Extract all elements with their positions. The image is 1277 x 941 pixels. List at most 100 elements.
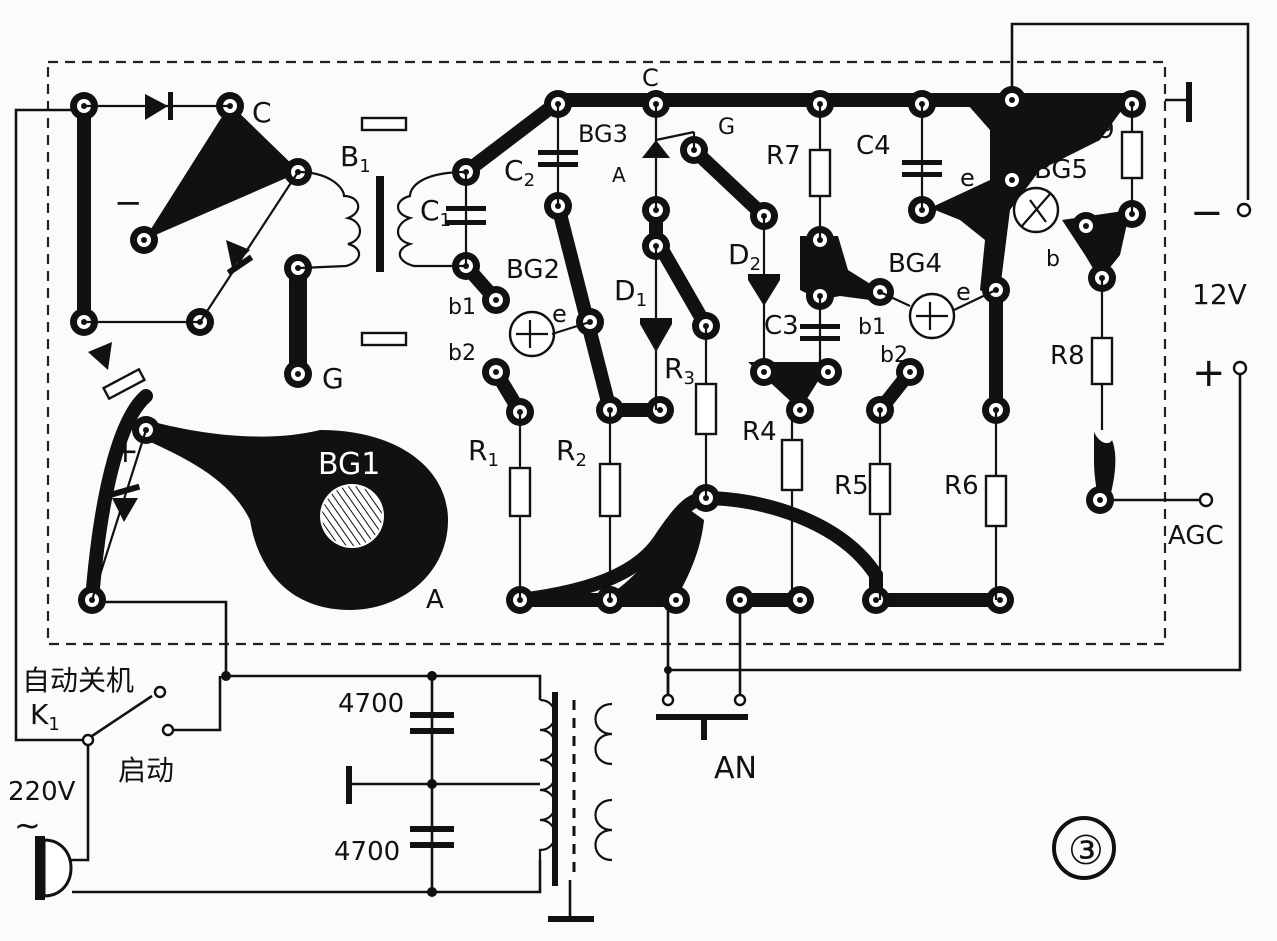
label-bg4-b1: b1 — [858, 315, 886, 340]
label-d2: D2 — [728, 238, 761, 275]
capacitor-c1 — [446, 172, 486, 266]
capacitor-c2 — [538, 104, 578, 206]
solder-pad-hole — [493, 369, 499, 375]
label-mains: 220V — [8, 777, 76, 807]
outer-wiring — [14, 22, 1250, 894]
ground-symbol-top — [1186, 82, 1192, 122]
resistor-r7 — [808, 104, 832, 240]
resistor-r6 — [984, 410, 1008, 600]
diode-right — [199, 171, 299, 323]
solder-pad-hole — [907, 369, 913, 375]
label-bg2-e: e — [552, 300, 567, 328]
label-bg2-b2: b2 — [448, 341, 476, 366]
transformer-b1 — [297, 116, 467, 347]
solder-pad-hole — [657, 407, 663, 413]
diode-bottom — [90, 429, 148, 601]
label-rect-c: C — [252, 96, 272, 129]
label-r4: R4 — [742, 417, 777, 447]
label-button-an: AN — [714, 751, 757, 786]
label-b1: B1 — [340, 140, 371, 177]
label-terminal-agc: AGC — [1168, 521, 1224, 551]
solder-pad-hole — [873, 597, 879, 603]
label-r3: R3 — [664, 352, 695, 389]
label-bg2-b1: b1 — [448, 295, 476, 320]
label-c2: C2 — [504, 154, 535, 191]
resistor-r4 — [780, 410, 804, 600]
capacitor-c4 — [902, 104, 942, 210]
label-terminal-voltage: 12V — [1192, 278, 1247, 311]
label-k1: K1 — [30, 698, 60, 735]
label-r9: R9 — [1080, 115, 1115, 145]
label-start: 启动 — [118, 754, 174, 787]
components — [84, 82, 1192, 601]
label-c4: C4 — [856, 131, 891, 161]
label-bg3: BG3 — [578, 120, 628, 148]
solder-pad-hole — [1009, 97, 1015, 103]
label-r5: R5 — [834, 471, 869, 501]
labels: C − + G B1 C1 BG1 A BG2 b1 b2 e C2 BG3 C… — [8, 64, 1247, 874]
label-rect-plus: + — [112, 432, 139, 470]
solder-pad-hole — [493, 297, 499, 303]
label-scr-g: G — [718, 115, 735, 140]
solder-pad-hole — [737, 597, 743, 603]
diode-top — [84, 92, 230, 120]
capacitor-c3 — [800, 296, 840, 372]
diode-d1 — [640, 246, 672, 410]
pads — [70, 86, 1146, 614]
label-bg1: BG1 — [318, 447, 380, 482]
solder-pad-hole — [1097, 497, 1103, 503]
solder-pad-hole — [1083, 223, 1089, 229]
label-cap-top: 4700 — [338, 689, 404, 719]
bg1-core — [320, 484, 384, 548]
label-mains-ac: ~ — [14, 806, 41, 844]
resistor-r3 — [694, 326, 718, 498]
scr-bg3 — [642, 104, 696, 210]
label-r6: R6 — [944, 471, 979, 501]
label-rect-g: G — [322, 362, 344, 395]
label-bg5-c: c — [986, 217, 998, 242]
resistor-r2 — [598, 410, 622, 600]
label-r7: R7 — [766, 141, 801, 171]
label-r1: R1 — [468, 434, 499, 471]
ujt-bg2 — [508, 310, 591, 358]
label-rect-minus: − — [114, 183, 143, 223]
figure-number: ③ — [1068, 828, 1104, 874]
resistor-r5 — [868, 410, 892, 600]
copper-traces — [77, 93, 1139, 610]
solder-pad-hole — [1009, 177, 1015, 183]
label-scr-a: A — [612, 163, 626, 187]
resistor-r1 — [508, 412, 532, 600]
solder-pad-hole — [825, 369, 831, 375]
solder-pad-hole — [797, 597, 803, 603]
label-bg1-a: A — [426, 585, 444, 615]
label-bg4-b2: b2 — [880, 343, 908, 368]
resistor-r8 — [1090, 278, 1114, 430]
solder-pad-hole — [141, 237, 147, 243]
label-auto-off: 自动关机 — [22, 664, 134, 697]
solder-pad-hole — [997, 597, 1003, 603]
label-d1: D1 — [614, 274, 647, 311]
solder-pad-hole — [761, 369, 767, 375]
label-c3: C3 — [764, 311, 799, 341]
transistor-bg5 — [1012, 186, 1060, 234]
resistor-r9 — [1120, 104, 1144, 214]
label-bg4: BG4 — [888, 249, 942, 279]
label-terminal-minus: − — [1190, 190, 1224, 236]
label-cap-bottom: 4700 — [334, 837, 400, 867]
label-c1: C1 — [420, 194, 451, 231]
label-bg2: BG2 — [506, 255, 560, 285]
power-section — [35, 202, 1252, 922]
label-bg5-e: e — [960, 164, 975, 192]
ujt-bg4 — [879, 289, 997, 340]
solder-pad-hole — [797, 407, 803, 413]
label-scr-c: C — [642, 64, 659, 92]
label-bg4-e: e — [956, 278, 971, 306]
solder-pad-hole — [295, 265, 301, 271]
label-bg5-b: b — [1046, 247, 1060, 272]
solder-pad-hole — [295, 371, 301, 377]
label-bg5: BG5 — [1034, 155, 1088, 185]
label-r2: R2 — [556, 434, 587, 471]
label-terminal-plus: + — [1192, 350, 1226, 396]
